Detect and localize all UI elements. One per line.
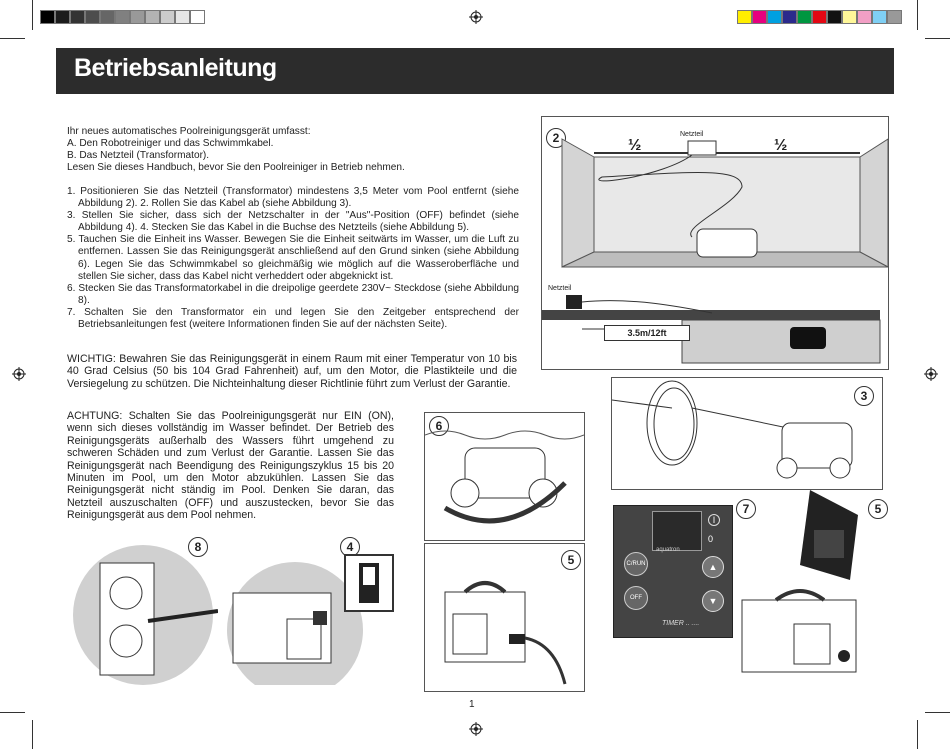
gray-swatch — [70, 10, 85, 24]
gray-swatch — [130, 10, 145, 24]
intro-line: Ihr neues automatisches Poolreinigungsge… — [67, 126, 311, 137]
fraction-left: ½ — [628, 137, 642, 154]
registration-mark-icon — [924, 367, 938, 381]
fraction-right: ½ — [774, 137, 788, 154]
gray-swatch — [55, 10, 70, 24]
color-swatch — [887, 10, 902, 24]
brand-label: aquatron — [656, 547, 680, 553]
crop-mark — [32, 0, 33, 30]
registration-mark-icon — [469, 10, 483, 24]
gray-swatch — [100, 10, 115, 24]
color-bar — [737, 10, 902, 24]
gray-swatch — [160, 10, 175, 24]
color-swatch — [752, 10, 767, 24]
transformer-illustration — [444, 581, 567, 685]
figure-4-switch — [227, 554, 394, 685]
pool-illustration — [542, 138, 888, 364]
gray-swatch — [190, 10, 205, 24]
arrow-up-button[interactable]: ▲ — [702, 556, 724, 578]
step-item: 6. Stecken Sie das Transformatorkabel in… — [67, 282, 519, 306]
page-title: Betriebsanleitung — [74, 54, 277, 82]
color-swatch — [812, 10, 827, 24]
crop-mark — [925, 38, 950, 39]
submerge-illustration — [425, 430, 584, 524]
figure-number-badge: 7 — [736, 499, 756, 519]
step-item: 3. Stellen Sie sicher, dass sich der Net… — [67, 210, 519, 234]
color-swatch — [737, 10, 752, 24]
distance-label: 3.5m/12ft — [604, 325, 690, 341]
figure-6-submerge-unit: 6 — [424, 412, 585, 541]
figure-number-badge: 2 — [546, 128, 566, 148]
figure-8-wall-socket — [73, 545, 218, 685]
gray-swatch — [145, 10, 160, 24]
power-supply-label: Netzteil — [548, 285, 572, 292]
intro-line: A. Den Robotreiniger und das Schwimmkabe… — [67, 138, 274, 150]
run-button[interactable]: C/RUN — [624, 552, 648, 576]
figure-7-control-panel: aquatron I 0 C/RUN OFF ▲ ▼ TIMER .. .... — [613, 505, 733, 638]
figure-2-pool-diagram: 2 ½ ½ Netzteil Netzteil 3.5m/12ft — [541, 116, 889, 370]
step-item: 1. Positionieren Sie das Netzteil (Trans… — [67, 186, 519, 210]
caution-text: ACHTUNG: Schalten Sie das Poolreinigungs… — [67, 410, 394, 522]
color-swatch — [842, 10, 857, 24]
steps-list: 1. Positionieren Sie das Netzteil (Trans… — [67, 186, 519, 331]
figure-5-plug-cable: 5 — [424, 543, 585, 692]
figure-number-badge: 5 — [561, 550, 581, 570]
arrow-down-button[interactable]: ▼ — [702, 590, 724, 612]
step-item: 5. Tauchen Sie die Einheit ins Wasser. B… — [67, 234, 519, 282]
step-item: 7. Schalten Sie den Transformator ein un… — [67, 306, 519, 331]
registration-mark-icon — [12, 367, 26, 381]
crop-mark — [32, 720, 33, 749]
gray-swatch — [175, 10, 190, 24]
crop-mark — [925, 712, 950, 713]
figure-number-badge: 3 — [854, 386, 874, 406]
color-swatch — [782, 10, 797, 24]
crop-mark — [0, 712, 25, 713]
crop-mark — [0, 38, 25, 39]
color-swatch — [857, 10, 872, 24]
figure-3-unroll-cable: 3 — [611, 377, 883, 490]
on-symbol: I — [708, 514, 720, 526]
off-button[interactable]: OFF — [624, 586, 648, 610]
timer-display — [652, 511, 702, 551]
figure-number-badge: 8 — [188, 537, 208, 557]
color-swatch — [872, 10, 887, 24]
gray-swatch — [85, 10, 100, 24]
figure-5b-socket-illustration — [741, 490, 858, 673]
gray-swatch — [115, 10, 130, 24]
gray-swatch — [40, 10, 55, 24]
intro-line: Lesen Sie dieses Handbuch, bevor Sie den… — [67, 162, 405, 174]
color-swatch — [797, 10, 812, 24]
intro-line: B. Das Netzteil (Transformator). — [67, 150, 210, 162]
crop-mark — [917, 0, 918, 30]
registration-mark-icon — [469, 722, 483, 736]
timer-label: TIMER .. .... — [662, 620, 700, 627]
page-header: Betriebsanleitung — [56, 48, 894, 94]
warning-text: WICHTIG: Bewahren Sie das Reinigungsgerä… — [67, 353, 517, 390]
power-supply-label: Netzteil — [680, 131, 704, 138]
grayscale-bar — [40, 10, 205, 24]
intro-block: Ihr neues automatisches Poolreinigungsge… — [67, 126, 519, 174]
figure-number-badge: 5 — [868, 499, 888, 519]
color-swatch — [827, 10, 842, 24]
color-swatch — [767, 10, 782, 24]
off-symbol: 0 — [708, 534, 714, 544]
cable-illustration — [612, 380, 853, 479]
page-number: 1 — [469, 699, 475, 710]
crop-mark — [917, 720, 918, 749]
